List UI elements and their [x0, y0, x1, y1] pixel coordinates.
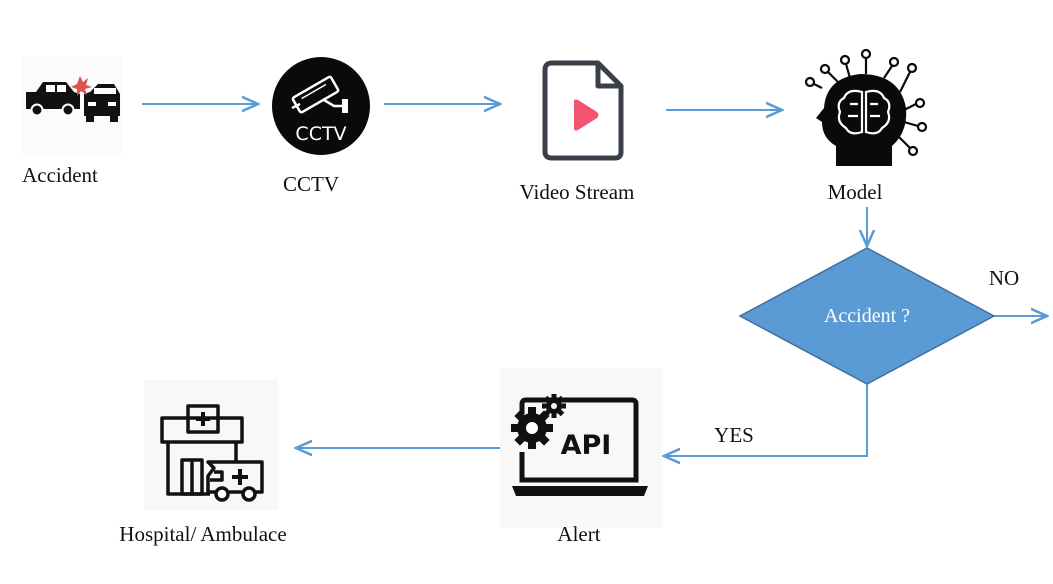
label-alert: Alert: [557, 522, 600, 546]
edge-label-yes: YES: [714, 423, 754, 447]
edge-label-no: NO: [989, 266, 1019, 290]
hospital-ambulance-icon: [144, 380, 278, 510]
label-accident: Accident: [22, 163, 98, 187]
decision-diamond: [738, 247, 996, 385]
api-laptop-icon: API: [500, 368, 662, 528]
car-crash-icon: [22, 56, 122, 156]
label-model: Model: [828, 180, 883, 204]
cctv-camera-icon: CCTV: [272, 57, 370, 155]
ai-brain-head-icon: [804, 48, 928, 166]
api-icon-text: API: [561, 430, 612, 461]
label-hospital-ambulance: Hospital/ Ambulace: [119, 522, 286, 546]
label-cctv: CCTV: [283, 172, 339, 196]
cctv-icon-text: CCTV: [295, 123, 346, 145]
arrows: [142, 104, 1047, 456]
decision-label: Accident ?: [824, 305, 910, 327]
label-video-stream: Video Stream: [520, 180, 635, 204]
video-file-icon: [542, 60, 624, 161]
arrow-decision-yes: [664, 384, 868, 456]
